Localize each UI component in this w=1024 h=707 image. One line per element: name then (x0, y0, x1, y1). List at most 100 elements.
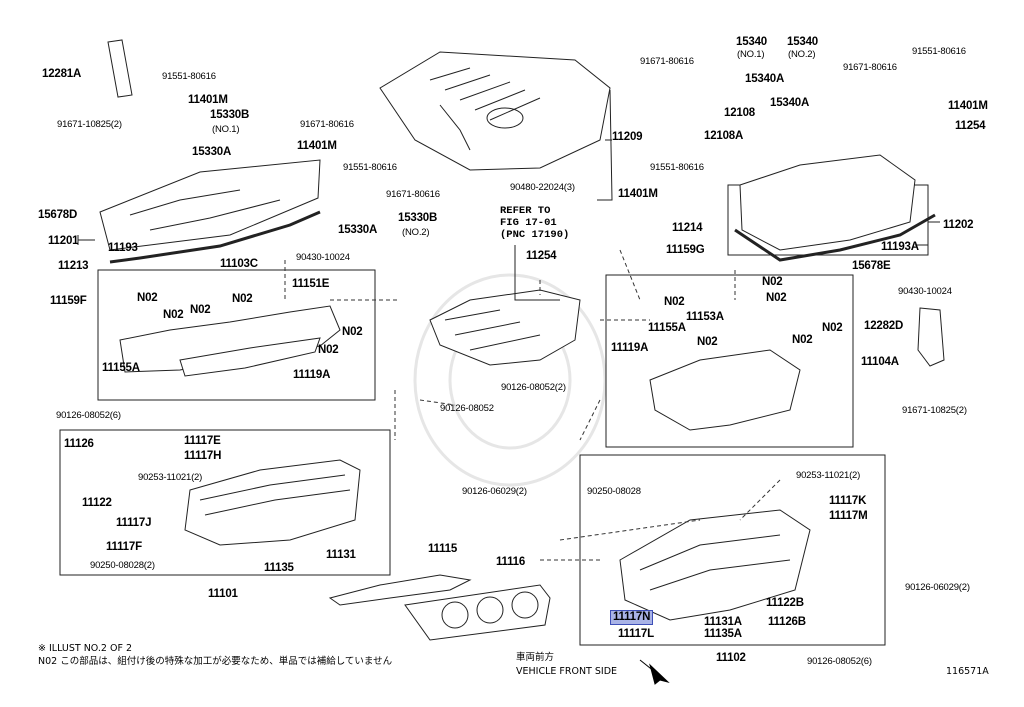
label-11155A-b[interactable]: 11155A (648, 322, 686, 334)
label-15330B-no1: (NO.1) (212, 124, 240, 135)
label-90430-10024-b[interactable]: 90430-10024 (898, 286, 952, 297)
label-11135A[interactable]: 11135A (704, 628, 742, 640)
label-15678D[interactable]: 15678D (38, 209, 78, 221)
label-91671-10825[interactable]: 91671-10825(2) (57, 119, 122, 130)
label-11193[interactable]: 11193 (108, 242, 138, 254)
label-11153A[interactable]: 11153A (686, 311, 724, 323)
label-11401M[interactable]: 11401M (188, 94, 228, 106)
label-11401M-c[interactable]: 11401M (948, 100, 988, 112)
label-91551-80616-b[interactable]: 91551-80616 (343, 162, 397, 173)
label-15330B-b[interactable]: 15330B (398, 212, 438, 224)
label-90126-08052-6-b[interactable]: 90126-08052(6) (807, 656, 872, 667)
label-11202[interactable]: 11202 (943, 219, 974, 231)
label-91551-80616-d[interactable]: 91551-80616 (650, 162, 704, 173)
label-11117N-highlighted[interactable]: 11117N (609, 610, 654, 625)
label-91671-80616-d[interactable]: 91671-80616 (843, 62, 897, 73)
label-90250-08028-b[interactable]: 90250-08028 (587, 486, 641, 497)
label-11119A[interactable]: 11119A (293, 369, 331, 381)
label-90126-08052[interactable]: 90126-08052 (440, 403, 494, 414)
label-N02-l[interactable]: N02 (792, 334, 813, 346)
label-11201[interactable]: 11201 (48, 235, 79, 247)
label-90430-10024[interactable]: 90430-10024 (296, 252, 350, 263)
refer-line-2[interactable]: FIG 17-01 (500, 217, 557, 229)
label-90126-08052-2[interactable]: 90126-08052(2) (501, 382, 566, 393)
label-N02-f[interactable]: N02 (318, 344, 339, 356)
label-11193A[interactable]: 11193A (881, 241, 919, 253)
label-91671-80616[interactable]: 91671-80616 (300, 119, 354, 130)
label-90126-06029-b[interactable]: 90126-06029(2) (905, 582, 970, 593)
label-11213[interactable]: 11213 (58, 260, 89, 272)
label-11117M[interactable]: 11117M (829, 510, 868, 522)
label-N02-c[interactable]: N02 (163, 309, 184, 321)
label-11122B[interactable]: 11122B (766, 597, 804, 609)
label-11401M-b[interactable]: 11401M (297, 140, 337, 152)
label-12108[interactable]: 12108 (724, 107, 755, 119)
label-90250-08028[interactable]: 90250-08028(2) (90, 560, 155, 571)
label-N02-k[interactable]: N02 (697, 336, 718, 348)
label-11155A[interactable]: 11155A (102, 362, 140, 374)
label-11209[interactable]: 11209 (612, 131, 643, 143)
label-11131[interactable]: 11131 (326, 549, 356, 561)
label-15340-b[interactable]: 15340 (787, 36, 818, 48)
label-15330A[interactable]: 15330A (192, 146, 232, 158)
label-N02[interactable]: N02 (137, 292, 158, 304)
label-11135[interactable]: 11135 (264, 562, 294, 574)
label-11214[interactable]: 11214 (672, 222, 703, 234)
label-91671-80616-c[interactable]: 91671-80616 (640, 56, 694, 67)
label-11254-b[interactable]: 11254 (955, 120, 986, 132)
label-90126-08052-6[interactable]: 90126-08052(6) (56, 410, 121, 421)
label-11401M-d[interactable]: 11401M (618, 188, 658, 200)
label-91551-80616[interactable]: 91551-80616 (162, 71, 216, 82)
label-11159F[interactable]: 11159F (50, 295, 87, 307)
label-91671-10825-b[interactable]: 91671-10825(2) (902, 405, 967, 416)
gasket-11115 (328, 574, 472, 606)
note-n02: N02 この部品は、組付け後の特殊な加工が必要なため、単品では補給していません (38, 656, 393, 667)
label-N02-g[interactable]: N02 (762, 276, 783, 288)
label-90253-11021-b[interactable]: 90253-11021(2) (796, 470, 861, 481)
label-N02-i[interactable]: N02 (766, 292, 787, 304)
label-90480-22024[interactable]: 90480-22024(3) (510, 182, 575, 193)
label-N02-e[interactable]: N02 (342, 326, 363, 338)
label-11117L[interactable]: 11117L (618, 628, 654, 640)
refer-line-3[interactable]: (PNC 17190) (500, 229, 570, 241)
label-91551-80616-c[interactable]: 91551-80616 (912, 46, 966, 57)
label-11117F[interactable]: 11117F (106, 541, 142, 553)
label-11151E[interactable]: 11151E (292, 278, 330, 290)
label-11131A[interactable]: 11131A (704, 616, 742, 628)
label-11104A[interactable]: 11104A (861, 356, 899, 368)
label-11116[interactable]: 11116 (496, 556, 526, 568)
label-N02-j[interactable]: N02 (822, 322, 843, 334)
label-91671-80616-b[interactable]: 91671-80616 (386, 189, 440, 200)
label-11254[interactable]: 11254 (526, 250, 557, 262)
label-15340A-b[interactable]: 15340A (770, 97, 810, 109)
label-11117J[interactable]: 11117J (116, 517, 152, 529)
label-N02-h[interactable]: N02 (664, 296, 685, 308)
label-12108A[interactable]: 12108A (704, 130, 744, 142)
label-90253-11021[interactable]: 90253-11021(2) (138, 472, 203, 483)
label-11101[interactable]: 11101 (208, 588, 238, 600)
label-12281A[interactable]: 12281A (42, 68, 82, 80)
label-11103C[interactable]: 11103C (220, 258, 258, 270)
refer-line-1: REFER TO (500, 205, 551, 217)
label-15330B[interactable]: 15330B (210, 109, 250, 121)
label-N02-d[interactable]: N02 (190, 304, 211, 316)
label-11122[interactable]: 11122 (82, 497, 112, 509)
label-11117K[interactable]: 11117K (829, 495, 867, 507)
label-12282D[interactable]: 12282D (864, 320, 904, 332)
label-15340A[interactable]: 15340A (745, 73, 785, 85)
label-15330A-b[interactable]: 15330A (338, 224, 378, 236)
label-11115[interactable]: 11115 (428, 543, 458, 555)
label-15340[interactable]: 15340 (736, 36, 767, 48)
label-15678E[interactable]: 15678E (852, 260, 891, 272)
label-11159G[interactable]: 11159G (666, 244, 705, 256)
label-11126B[interactable]: 11126B (768, 616, 806, 628)
front-side-arrow-icon (639, 659, 670, 685)
box-11102 (579, 454, 886, 646)
label-N02-b[interactable]: N02 (232, 293, 253, 305)
label-11102[interactable]: 11102 (716, 652, 746, 664)
label-11117H[interactable]: 11117H (184, 450, 222, 462)
label-11117E[interactable]: 11117E (184, 435, 221, 447)
label-90126-06029[interactable]: 90126-06029(2) (462, 486, 527, 497)
label-11126[interactable]: 11126 (64, 438, 94, 450)
label-11119A-b[interactable]: 11119A (611, 342, 649, 354)
